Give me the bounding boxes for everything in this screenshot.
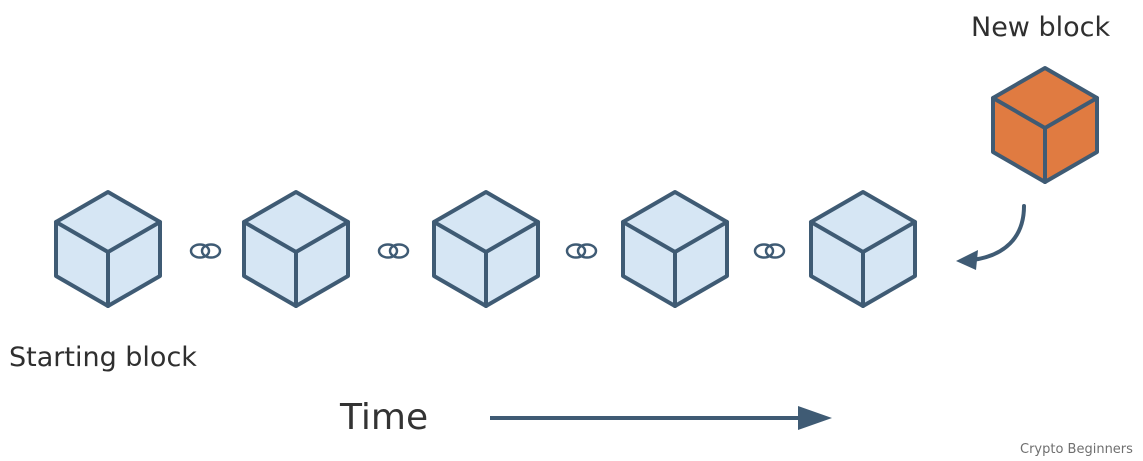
link-3-icon: [565, 243, 598, 259]
new-block-icon: [991, 66, 1099, 184]
link-1-icon: [189, 243, 222, 259]
starting-block-label: Starting block: [9, 342, 197, 373]
block-5-icon: [809, 190, 917, 308]
credit-text: Crypto Beginners: [1020, 442, 1133, 457]
block-1-icon: [54, 190, 162, 308]
link-4-icon: [753, 243, 786, 259]
block-4-icon: [621, 190, 729, 308]
curved-arrow-icon: [956, 204, 1026, 270]
time-arrow-icon: [490, 406, 832, 430]
block-3-icon: [432, 190, 540, 308]
block-2-icon: [242, 190, 350, 308]
link-2-icon: [377, 243, 410, 259]
time-label: Time: [340, 397, 429, 438]
new-block-label: New block: [971, 12, 1111, 43]
